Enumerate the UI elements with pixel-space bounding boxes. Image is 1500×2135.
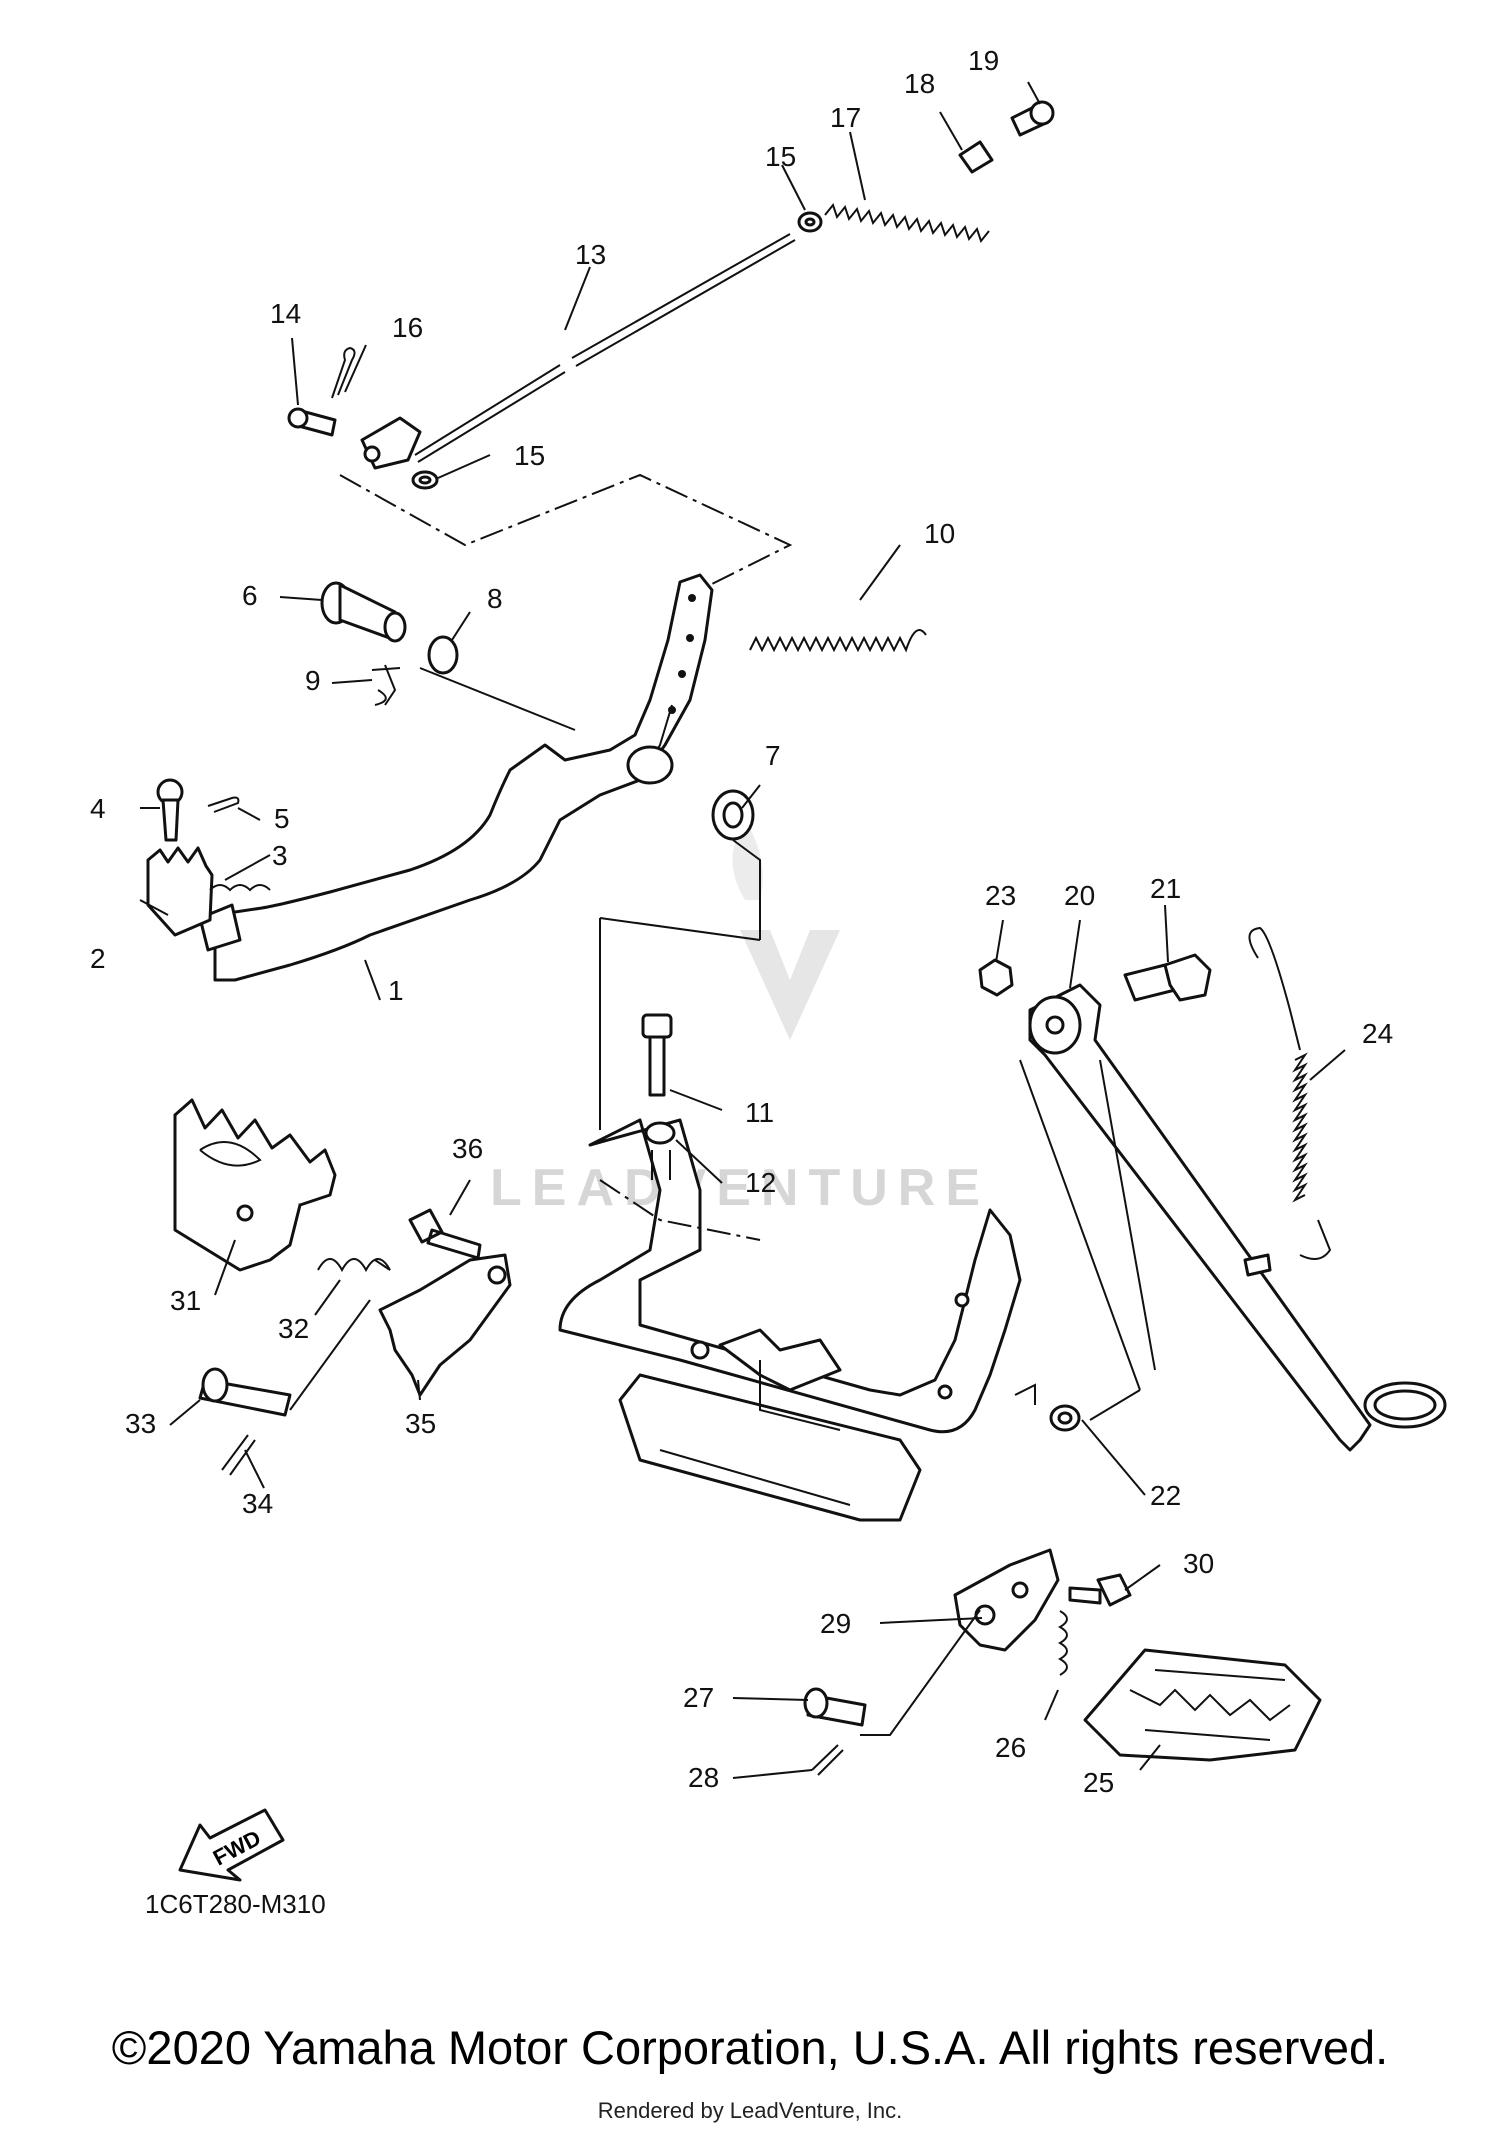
bracket-bolt bbox=[408, 1208, 482, 1260]
callout-3: 3 bbox=[272, 840, 288, 871]
footrest-left bbox=[173, 1098, 337, 1272]
brake-pedal bbox=[146, 573, 714, 982]
side-stand bbox=[978, 926, 1447, 1452]
callout-17: 17 bbox=[830, 102, 861, 133]
callout-2: 2 bbox=[90, 943, 106, 974]
parts-diagram: LEADVENTURE bbox=[90, 45, 1447, 1919]
callout-15b: 15 bbox=[765, 141, 796, 172]
callout-30: 30 bbox=[1183, 1548, 1214, 1579]
callout-33: 33 bbox=[125, 1408, 156, 1439]
callout-14: 14 bbox=[270, 298, 301, 329]
return-spring bbox=[749, 629, 927, 653]
callout-18: 18 bbox=[904, 68, 935, 99]
callout-15a: 15 bbox=[514, 440, 545, 471]
fwd-arrow-icon: FWD bbox=[178, 1808, 285, 1882]
callout-7: 7 bbox=[765, 740, 781, 771]
callout-13: 13 bbox=[575, 239, 606, 270]
callout-32: 32 bbox=[278, 1313, 309, 1344]
callout-31: 31 bbox=[170, 1285, 201, 1316]
diagram-code: 1C6T280-M310 bbox=[145, 1889, 326, 1919]
callouts: 1 2 3 4 5 6 7 8 9 10 11 12 13 14 15 15 1… bbox=[90, 45, 1393, 1798]
callout-28: 28 bbox=[688, 1762, 719, 1793]
footrest-bracket-left bbox=[378, 1253, 512, 1397]
callout-25: 25 bbox=[1083, 1767, 1114, 1798]
callout-21: 21 bbox=[1150, 873, 1181, 904]
callout-9: 9 bbox=[305, 665, 321, 696]
brake-rod-assembly bbox=[287, 100, 1055, 591]
bracket-bolt-right bbox=[1068, 1573, 1132, 1607]
footrest-spring-left bbox=[317, 1258, 391, 1273]
callout-26: 26 bbox=[995, 1732, 1026, 1763]
callout-16: 16 bbox=[392, 312, 423, 343]
callout-24: 24 bbox=[1362, 1018, 1393, 1049]
clip bbox=[371, 664, 401, 706]
leadventure-watermark: LEADVENTURE bbox=[490, 820, 990, 1217]
washer bbox=[427, 635, 459, 675]
callout-8: 8 bbox=[487, 583, 503, 614]
callout-23: 23 bbox=[985, 880, 1016, 911]
copyright-notice: ©2020 Yamaha Motor Corporation, U.S.A. A… bbox=[111, 2021, 1389, 2074]
leader-lines bbox=[139, 81, 1346, 1779]
bolt-collar bbox=[641, 1013, 676, 1180]
callout-19: 19 bbox=[968, 45, 999, 76]
footrest-right bbox=[1083, 1648, 1322, 1762]
callout-5: 5 bbox=[274, 803, 290, 834]
pivot-bolt bbox=[320, 581, 407, 643]
footrest-spring-right bbox=[1057, 1610, 1068, 1676]
callout-20: 20 bbox=[1064, 880, 1095, 911]
callout-36: 36 bbox=[452, 1133, 483, 1164]
callout-12: 12 bbox=[745, 1167, 776, 1198]
callout-10: 10 bbox=[924, 518, 955, 549]
callout-6: 6 bbox=[242, 580, 258, 611]
callout-1: 1 bbox=[388, 975, 404, 1006]
callout-11: 11 bbox=[745, 1097, 774, 1128]
callout-4: 4 bbox=[90, 793, 106, 824]
watermark-text: LEADVENTURE bbox=[490, 1159, 990, 1217]
callout-29: 29 bbox=[820, 1608, 851, 1639]
callout-35: 35 bbox=[405, 1408, 436, 1439]
callout-22: 22 bbox=[1150, 1480, 1181, 1511]
rendered-by-credit: Rendered by LeadVenture, Inc. bbox=[597, 2098, 903, 2123]
footrest-bracket-right bbox=[953, 1548, 1060, 1652]
frame-bracket bbox=[558, 1118, 1022, 1522]
callout-27: 27 bbox=[683, 1682, 714, 1713]
callout-34: 34 bbox=[242, 1488, 273, 1519]
